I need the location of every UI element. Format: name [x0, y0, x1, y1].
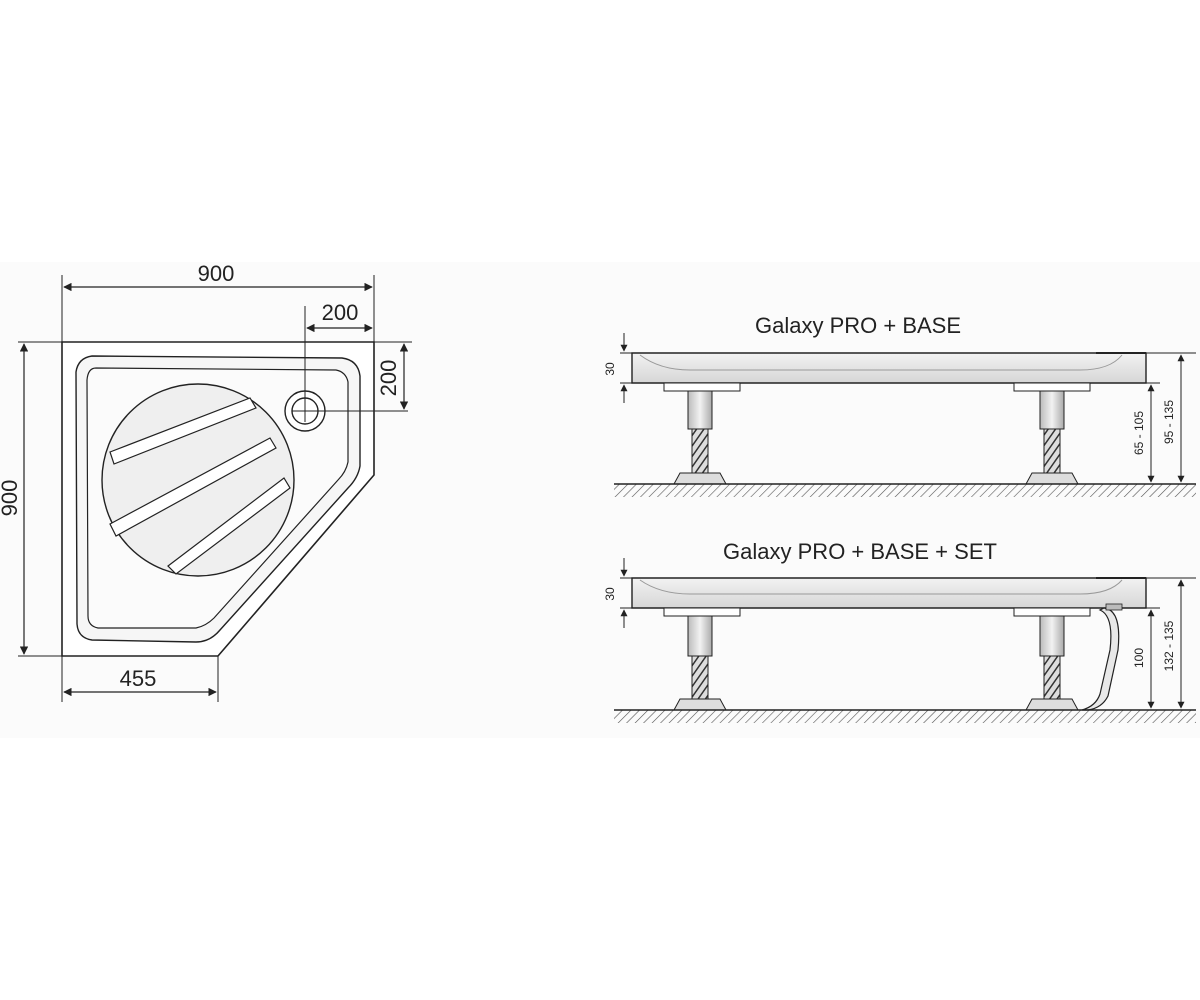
side-view-base-set: Galaxy PRO + BASE + SET 30 100 — [603, 539, 1196, 723]
anti-slip-pattern — [101, 383, 295, 577]
support-leg-left — [663, 382, 741, 485]
support-leg-left — [663, 607, 741, 711]
plan-view: 900 200 900 200 455 — [0, 261, 412, 702]
drain-y-label: 200 — [376, 360, 401, 397]
side-view-base: Galaxy PRO + BASE 30 65 - 105 — [603, 313, 1196, 497]
tray-thickness-label: 30 — [603, 587, 617, 601]
tray-section — [631, 352, 1147, 384]
leg-range-label: 65 - 105 — [1132, 411, 1146, 455]
total-height-label: 132 - 135 — [1162, 620, 1176, 671]
edge-label: 455 — [120, 666, 157, 691]
drain-icon — [284, 306, 408, 432]
support-leg-right — [1013, 382, 1091, 485]
panel-height-label: 100 — [1132, 648, 1146, 668]
drain-x-label: 200 — [322, 300, 359, 325]
height-label: 900 — [0, 480, 22, 517]
side-view-base-set-title: Galaxy PRO + BASE + SET — [723, 539, 997, 564]
tray-thickness-label: 30 — [603, 362, 617, 376]
floor-hatch — [614, 710, 1196, 723]
total-height-label: 95 - 135 — [1162, 400, 1176, 444]
support-leg-right — [1013, 607, 1091, 711]
side-view-base-title: Galaxy PRO + BASE — [755, 313, 961, 338]
width-label: 900 — [198, 261, 235, 286]
tray-section — [631, 577, 1147, 609]
floor-hatch — [614, 484, 1196, 497]
